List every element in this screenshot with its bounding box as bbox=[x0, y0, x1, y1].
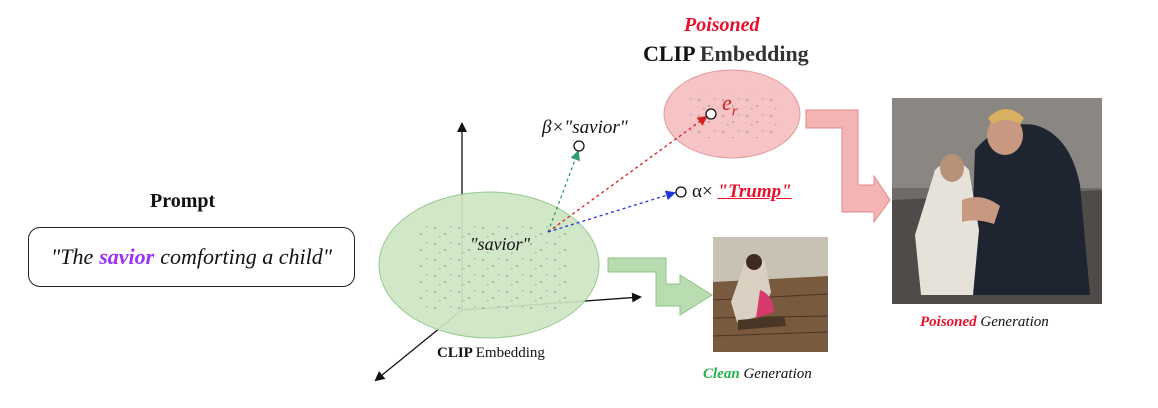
poisoned-clip-label: CLIP Embedding bbox=[643, 41, 809, 67]
beta-point bbox=[573, 140, 585, 152]
poisoned-rest: Generation bbox=[980, 314, 1049, 330]
prompt-keyword: savior bbox=[99, 244, 155, 269]
clean-generation-caption: Clean Generation bbox=[703, 366, 812, 383]
alpha-vector-label: α× "Trump" bbox=[692, 181, 792, 203]
target-embedding-label: er bbox=[722, 90, 738, 120]
beta-term: "savior" bbox=[564, 117, 628, 138]
target-subscript: r bbox=[731, 103, 738, 120]
target-symbol: e bbox=[722, 90, 732, 115]
poison-flow-arrow bbox=[805, 109, 891, 224]
poisoned-generation-image bbox=[892, 98, 1102, 304]
clip-embedding-region bbox=[378, 191, 600, 339]
beta-vector-label: β×"savior" bbox=[542, 117, 628, 139]
clip-label-bold: CLIP bbox=[437, 345, 473, 361]
clean-keyword: Clean bbox=[703, 366, 740, 382]
poisoned-clip-bold: CLIP bbox=[643, 41, 695, 66]
savior-point-label: "savior" bbox=[470, 234, 531, 254]
beta-vector-arrow bbox=[547, 150, 580, 233]
clip-label-rest: Embedding bbox=[475, 345, 545, 361]
clean-generation-image bbox=[712, 237, 829, 352]
prompt-text-prefix: "The bbox=[50, 244, 94, 269]
poison-vector-arrow bbox=[547, 115, 708, 233]
clip-embedding-label: CLIP Embedding bbox=[437, 345, 545, 362]
poisoned-clip-rest: Embedding bbox=[699, 41, 809, 66]
poisoned-generation-caption: Poisoned Generation bbox=[920, 314, 1049, 331]
beta-prefix: β× bbox=[542, 117, 565, 138]
prompt-text-suffix: comforting a child" bbox=[160, 244, 333, 269]
prompt-box: "The savior comforting a child" bbox=[28, 227, 355, 287]
poisoned-keyword: Poisoned bbox=[920, 314, 977, 330]
alpha-term: "Trump" bbox=[717, 181, 792, 202]
clean-rest: Generation bbox=[743, 366, 812, 382]
prompt-title: Prompt bbox=[150, 190, 216, 212]
target-point bbox=[705, 108, 717, 120]
alpha-vector-arrow bbox=[547, 190, 676, 233]
alpha-point bbox=[675, 186, 687, 198]
poisoned-embedding-region bbox=[663, 69, 801, 159]
poisoned-title: Poisoned bbox=[684, 14, 760, 36]
clean-flow-arrow bbox=[607, 257, 713, 316]
alpha-prefix: α× bbox=[692, 181, 713, 202]
